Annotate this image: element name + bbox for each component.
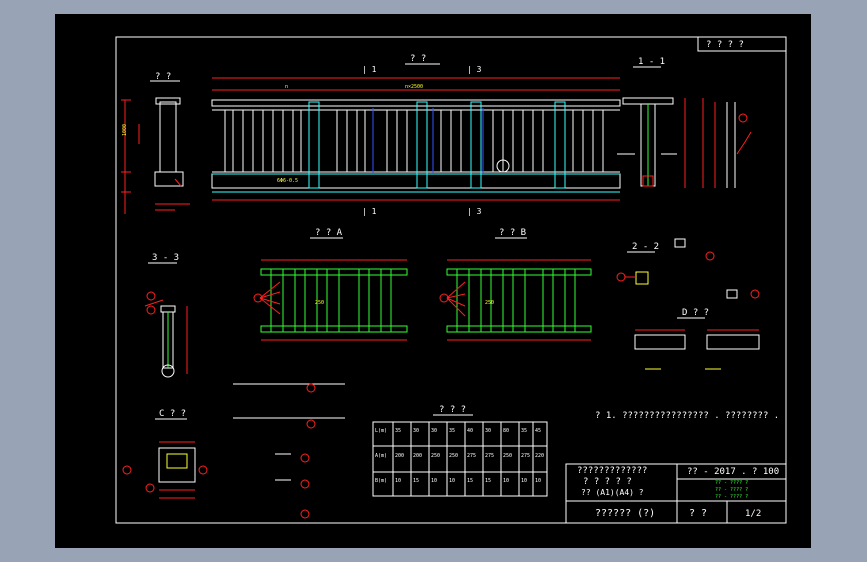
dim-rail-h: 1000 [122, 124, 128, 136]
section-11-right [714, 102, 752, 188]
table-cell: 15 [467, 478, 474, 484]
elevation-main-title: ? ? [410, 54, 426, 64]
table-cell: 40 [467, 428, 474, 434]
table-cell: 275 [467, 453, 477, 459]
rebar-callouts [233, 383, 345, 519]
table-cell: 250 [431, 453, 441, 459]
detail-d-title: D ? ? [682, 308, 709, 318]
dim-anchor: 6Φ6-0.5 [277, 178, 298, 184]
project-name-line2: ? ? ? ? ? [583, 477, 632, 487]
section-mark-l3-bot: | 3 [467, 207, 482, 216]
section-33-title: 3 - 3 [152, 253, 179, 263]
table-cell: 35 [395, 428, 402, 434]
table-cell: 35 [449, 428, 456, 434]
title-cell-box [697, 36, 787, 52]
section-mark-l3-top: | 3 [467, 65, 482, 74]
table-row-header: B(m) [375, 478, 388, 484]
project-name-line1: ????????????? [577, 466, 648, 476]
title-cell-text: ? ? ? ? [706, 40, 744, 50]
table-cell: 275 [485, 453, 495, 459]
table-cell: 10 [449, 478, 456, 484]
table-cell: 10 [431, 478, 438, 484]
table-cell: 10 [503, 478, 510, 484]
elevation-left-title: ? ? [155, 72, 171, 82]
section-mark-l1-bot: | 1 [362, 207, 377, 216]
plan-b-title: ? ? B [499, 228, 526, 238]
table-cell: 10 [395, 478, 402, 484]
plan-a-leaders [259, 259, 407, 341]
rail-posts [212, 101, 620, 193]
detail-mark-circle [496, 159, 510, 173]
drawing-number: ?? - 2017 . ? 100 [687, 467, 780, 477]
plan-b-dim: 250 [485, 300, 494, 306]
scale-label: ? ? [689, 508, 708, 519]
table-cell: 10 [535, 478, 542, 484]
table-cell: 200 [395, 453, 405, 459]
table-cell: 30 [485, 428, 492, 434]
inner-frame [115, 36, 787, 524]
general-note: ? 1. ???????????????? . ???????? . [595, 411, 780, 421]
table-cell: 15 [413, 478, 420, 484]
plan-b-leaders [446, 259, 591, 341]
table-row-header: A(m) [375, 453, 388, 459]
plan-a-title: ? ? A [315, 228, 343, 238]
cad-drawing: ? ? ? ? ? ? 1000 ? ? | 1 | 3 | 1 | 3 n×2… [115, 36, 787, 524]
table-cell: 250 [503, 453, 513, 459]
table-grid [372, 421, 548, 497]
plan-a-dim: 250 [315, 300, 324, 306]
table-cell: 30 [413, 428, 420, 434]
plan-b-drawing [446, 268, 592, 333]
dim-span: n×2500 [405, 84, 423, 90]
section-11-title: 1 - 1 [638, 57, 665, 67]
drawing-sheet: ? ? ? ? ? ? 1000 ? ? | 1 | 3 | 1 | 3 n×2… [55, 14, 811, 548]
rail-anchors [372, 108, 484, 174]
table-cell: 80 [503, 428, 510, 434]
section-33-drawing [144, 291, 188, 378]
sub-row-2: ?? - ???? ? [715, 487, 749, 493]
table-title: ? ? ? [439, 405, 466, 415]
sub-row-3: ?? - ???? ? [715, 494, 749, 500]
detail-c-title: C ? ? [159, 409, 186, 419]
sheet-label: ?????? (?) [595, 508, 656, 519]
sheet-number: 1/2 [745, 509, 762, 519]
table-cell: 45 [535, 428, 542, 434]
section-22-drawing [616, 238, 760, 299]
sub-row-1: ?? - ???? ? [715, 480, 749, 486]
project-name-line3: ?? (A1)(A4) ? [581, 488, 644, 497]
table-cell: 220 [535, 453, 545, 459]
table-cell: 10 [521, 478, 528, 484]
section-mark-l1-top: | 1 [362, 65, 377, 74]
table-cell: 275 [521, 453, 531, 459]
table-cell: 250 [449, 453, 459, 459]
detail-c-drawing [122, 441, 208, 499]
section-22-title: 2 - 2 [632, 242, 659, 252]
callout-b-5 [439, 293, 449, 303]
title-block-frame [565, 463, 787, 524]
callout-a-5 [253, 293, 263, 303]
table-cell: 30 [431, 428, 438, 434]
table-cell: 35 [521, 428, 528, 434]
table-cell: 15 [485, 478, 492, 484]
plan-a-drawing [260, 268, 408, 333]
table-row-header: L(m) [375, 428, 388, 434]
dim-seg: n [285, 84, 288, 90]
detail-d-drawing [634, 329, 760, 370]
section-11-drawing [617, 97, 704, 188]
table-cell: 200 [413, 453, 423, 459]
side-elevation: 1000 [121, 97, 190, 214]
rail-elevation [211, 99, 621, 189]
